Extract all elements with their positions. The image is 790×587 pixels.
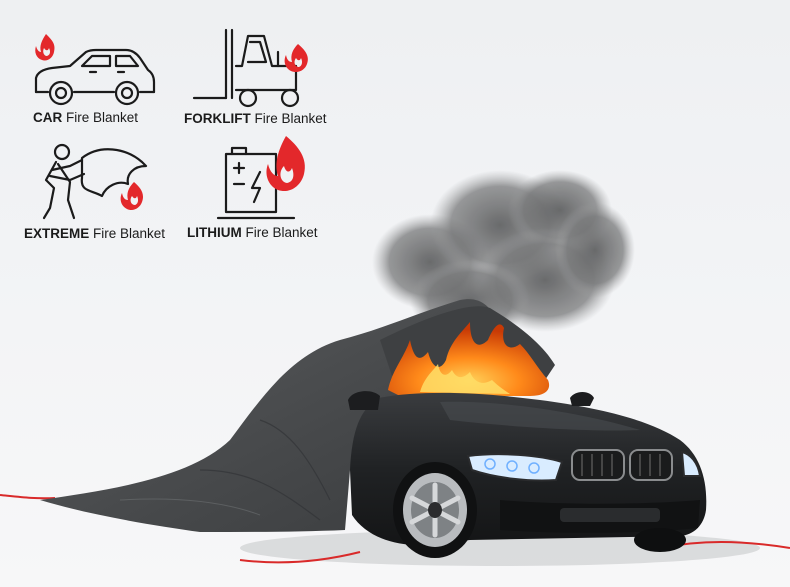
right-headlight — [680, 450, 702, 477]
car-label-bold: CAR — [33, 110, 63, 125]
car-label-rest: Fire Blanket — [62, 110, 139, 125]
ground-shadow — [240, 530, 760, 566]
rear-wheel — [634, 528, 686, 552]
side-mirror — [348, 391, 380, 410]
car-label: CAR Fire Blanket — [33, 110, 138, 125]
forklift-icon — [192, 28, 308, 108]
fire-blanket — [40, 299, 500, 532]
extreme-icon — [42, 143, 148, 220]
forklift-label-rest: Fire Blanket — [250, 111, 327, 126]
fire-flames — [388, 322, 550, 396]
forklift-label: FORKLIFT Fire Blanket — [184, 111, 327, 126]
lithium-label-bold: LITHIUM — [187, 225, 242, 240]
lithium-label-rest: Fire Blanket — [241, 225, 318, 240]
flame-icon — [266, 136, 305, 192]
flame-icon — [284, 44, 308, 73]
extreme-label-bold: EXTREME — [24, 226, 90, 241]
left-headlight — [466, 453, 564, 482]
flame-icon — [120, 182, 144, 211]
extreme-label-rest: Fire Blanket — [89, 226, 166, 241]
forklift-label-bold: FORKLIFT — [184, 111, 251, 126]
car-icon — [34, 34, 156, 106]
smoke-cloud — [372, 170, 635, 340]
front-wheel — [393, 462, 477, 558]
flame-icon — [35, 34, 55, 61]
lithium-battery-icon — [216, 136, 305, 220]
lithium-label: LITHIUM Fire Blanket — [187, 225, 318, 240]
black-sports-car — [348, 391, 707, 558]
grille-left — [571, 449, 625, 481]
grille-right — [629, 449, 673, 481]
extreme-label: EXTREME Fire Blanket — [24, 226, 165, 241]
